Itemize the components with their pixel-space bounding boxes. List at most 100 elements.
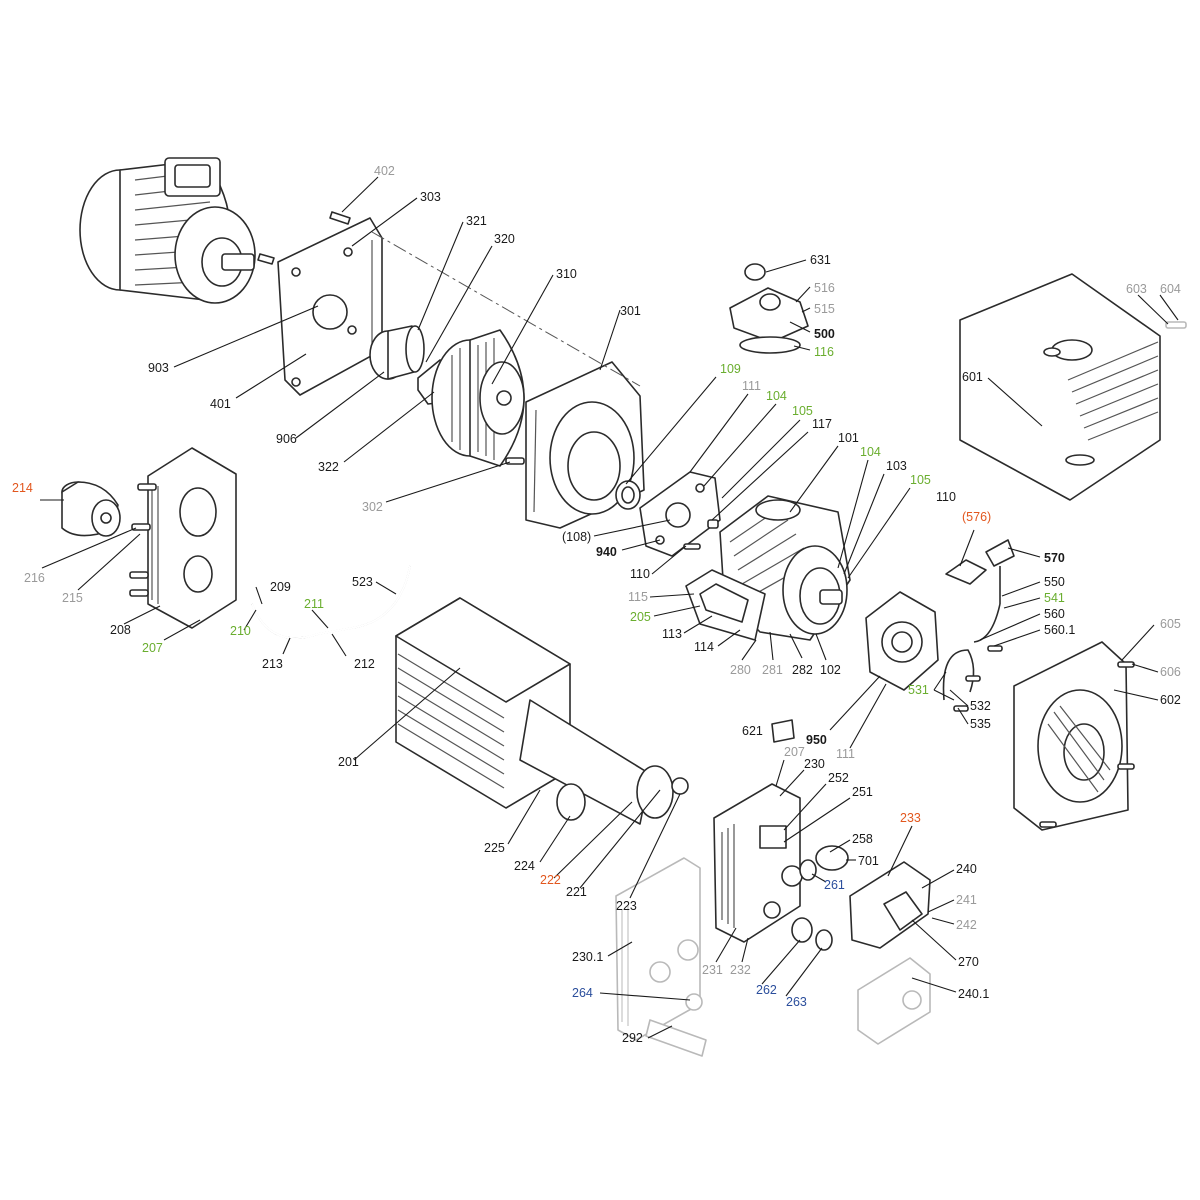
part-label-105-b: 105 bbox=[910, 473, 931, 487]
part-label-110-a: 110 bbox=[936, 490, 956, 504]
part-label-282: 282 bbox=[792, 663, 813, 677]
bolts bbox=[129, 457, 1135, 828]
part-label-232: 232 bbox=[730, 963, 751, 977]
sensor-assembly bbox=[945, 539, 1015, 643]
part-label-231: 231 bbox=[702, 963, 723, 977]
part-label-320: 320 bbox=[494, 232, 515, 246]
part-label-605: 605 bbox=[1160, 617, 1181, 631]
part-label-213: 213 bbox=[262, 657, 283, 671]
electronics-housing bbox=[713, 783, 803, 943]
part-label-215: 215 bbox=[62, 591, 83, 605]
part-label-281: 281 bbox=[762, 663, 783, 677]
part-label-105-a: 105 bbox=[792, 404, 813, 418]
terminal-cover-alt bbox=[857, 957, 931, 1045]
part-label-251: 251 bbox=[852, 785, 873, 799]
part-label-601: 601 bbox=[962, 370, 983, 384]
lifting-eye-assembly bbox=[729, 263, 809, 354]
part-label-103: 103 bbox=[886, 459, 907, 473]
part-label-240-1: 240.1 bbox=[958, 987, 989, 1001]
part-label-621: 621 bbox=[742, 724, 763, 738]
part-label-207-a: 207 bbox=[142, 641, 163, 655]
top-cover bbox=[959, 273, 1161, 501]
part-label-104-b: 104 bbox=[860, 445, 881, 459]
part-label-104-a: 104 bbox=[766, 389, 787, 403]
part-label-303: 303 bbox=[420, 190, 441, 204]
part-label-301: 301 bbox=[620, 304, 641, 318]
part-label-535: 535 bbox=[970, 717, 991, 731]
part-label-201: 201 bbox=[338, 755, 359, 769]
part-label-264: 264 bbox=[572, 986, 593, 1000]
part-label-222: 222 bbox=[540, 873, 561, 887]
part-label-523: 523 bbox=[352, 575, 373, 589]
part-label-212: 212 bbox=[354, 657, 375, 671]
part-label-500: 500 bbox=[814, 327, 835, 341]
part-label-280: 280 bbox=[730, 663, 751, 677]
part-label-114: 114 bbox=[694, 640, 714, 654]
part-label-252: 252 bbox=[828, 771, 849, 785]
part-label-940: 940 bbox=[596, 545, 617, 559]
electronics-housing-alt bbox=[615, 857, 701, 1041]
part-label-401: 401 bbox=[210, 397, 231, 411]
part-label-109: 109 bbox=[720, 362, 741, 376]
part-label-322: 322 bbox=[318, 460, 339, 474]
part-label-101: 101 bbox=[838, 431, 859, 445]
part-label-310: 310 bbox=[556, 267, 577, 281]
part-label-214: 214 bbox=[12, 481, 33, 495]
end-cover-rear bbox=[865, 591, 939, 691]
part-label-110-b: 110 bbox=[630, 567, 650, 581]
terminal-cover bbox=[849, 861, 931, 949]
part-label-102: 102 bbox=[820, 663, 841, 677]
part-label-321: 321 bbox=[466, 214, 487, 228]
part-label-221: 221 bbox=[566, 885, 587, 899]
part-label-262: 262 bbox=[756, 983, 777, 997]
part-label-230: 230 bbox=[804, 757, 825, 771]
part-label-210: 210 bbox=[230, 624, 251, 638]
part-label-532: 532 bbox=[970, 699, 991, 713]
part-label-541: 541 bbox=[1044, 591, 1065, 605]
part-label-230-1: 230.1 bbox=[572, 950, 603, 964]
part-label-242: 242 bbox=[956, 918, 977, 932]
part-label-209: 209 bbox=[270, 580, 291, 594]
part-label-117: 117 bbox=[812, 417, 832, 431]
fan-housing bbox=[525, 361, 645, 529]
part-label-207-b: 207 bbox=[784, 745, 805, 759]
inlet-housing bbox=[147, 447, 237, 629]
part-label-903: 903 bbox=[148, 361, 169, 375]
valve-fitting bbox=[645, 993, 707, 1057]
electric-motor bbox=[79, 157, 256, 304]
part-label-211: 211 bbox=[304, 597, 324, 611]
shaft-coupling bbox=[369, 325, 453, 405]
part-label-606: 606 bbox=[1160, 665, 1181, 679]
valve-plate bbox=[685, 569, 766, 641]
part-label-560: 560 bbox=[1044, 607, 1065, 621]
part-label-216: 216 bbox=[24, 571, 45, 585]
part-label-205: 205 bbox=[630, 610, 651, 624]
part-label-108: (108) bbox=[562, 530, 591, 544]
shaft-seal bbox=[615, 480, 641, 510]
part-label-516: 516 bbox=[814, 281, 835, 295]
part-label-302: 302 bbox=[362, 500, 383, 514]
part-label-223: 223 bbox=[616, 899, 637, 913]
part-label-576: (576) bbox=[962, 510, 991, 524]
part-label-906: 906 bbox=[276, 432, 297, 446]
part-label-115: 115 bbox=[628, 590, 648, 604]
part-label-111-a: 111 bbox=[742, 379, 761, 393]
part-label-603: 603 bbox=[1126, 282, 1147, 296]
part-label-258: 258 bbox=[852, 832, 873, 846]
part-label-950: 950 bbox=[806, 733, 827, 747]
part-label-402: 402 bbox=[374, 164, 395, 178]
part-label-233: 233 bbox=[900, 811, 921, 825]
part-label-531: 531 bbox=[908, 683, 929, 697]
part-label-111-b: 111 bbox=[836, 747, 855, 761]
part-labels: 402 303 321 320 310 301 903 401 906 322 … bbox=[12, 164, 1181, 1045]
part-label-292: 292 bbox=[622, 1031, 643, 1045]
part-label-602: 602 bbox=[1160, 693, 1181, 707]
part-label-604: 604 bbox=[1160, 282, 1181, 296]
part-label-701: 701 bbox=[858, 854, 879, 868]
end-cover-front bbox=[639, 471, 721, 557]
part-label-224: 224 bbox=[514, 859, 535, 873]
part-label-263: 263 bbox=[786, 995, 807, 1009]
part-label-116: 116 bbox=[814, 345, 834, 359]
part-label-560-1: 560.1 bbox=[1044, 623, 1075, 637]
